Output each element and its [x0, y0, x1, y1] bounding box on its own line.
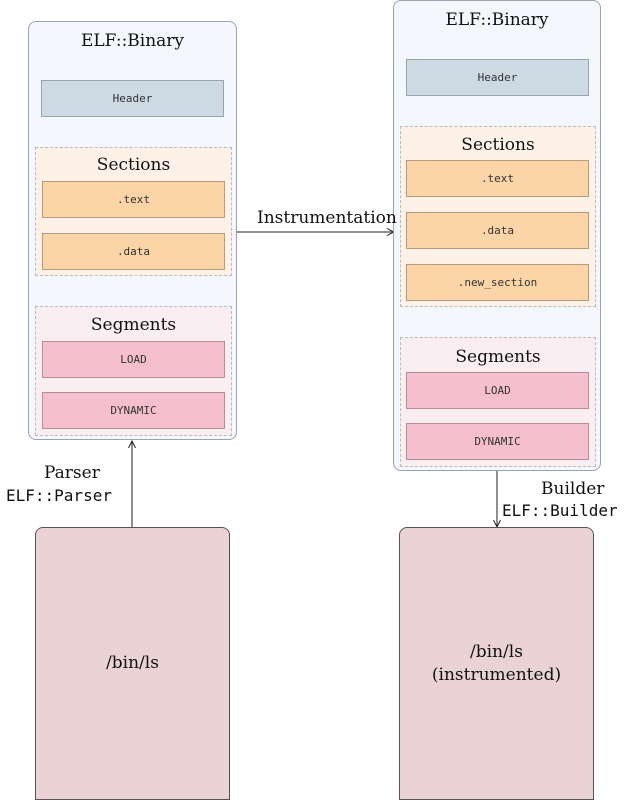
- output-file-instrumented: /bin/ls (instrumented): [399, 527, 594, 800]
- output-file-label-line2: (instrumented): [431, 664, 562, 685]
- left-binary-title: ELF::Binary: [80, 31, 185, 51]
- right-sections-title: Sections: [461, 135, 535, 155]
- right-section-new-section: .new_section: [406, 264, 589, 301]
- right-binary-title: ELF::Binary: [445, 10, 549, 30]
- right-segments-title: Segments: [455, 347, 541, 367]
- left-section-data: .data: [42, 233, 225, 270]
- left-segment-load: LOAD: [42, 341, 225, 378]
- right-segment-load: LOAD: [406, 372, 589, 409]
- left-header-box: Header: [41, 80, 224, 117]
- builder-label: Builder: [541, 479, 605, 499]
- input-file-bin-ls: /bin/ls: [35, 527, 230, 800]
- left-segments-group: Segments LOAD DYNAMIC: [35, 306, 232, 436]
- builder-api-label: ELF::Builder: [502, 501, 618, 520]
- right-section-data: .data: [406, 212, 589, 249]
- right-header-box: Header: [406, 59, 589, 96]
- instrumentation-label: Instrumentation: [257, 208, 397, 228]
- left-segment-dynamic: DYNAMIC: [42, 392, 225, 429]
- left-sections-title: Sections: [96, 155, 171, 175]
- right-sections-group: Sections .text .data .new_section: [400, 126, 596, 307]
- left-section-text: .text: [42, 181, 225, 218]
- right-section-text: .text: [406, 160, 589, 197]
- right-segments-group: Segments LOAD DYNAMIC: [400, 337, 596, 467]
- parser-api-label: ELF::Parser: [6, 486, 112, 505]
- input-file-label: /bin/ls: [106, 653, 159, 674]
- right-segment-dynamic: DYNAMIC: [406, 423, 589, 460]
- left-segments-title: Segments: [90, 315, 177, 335]
- left-elf-binary: ELF::Binary Header Sections .text .data …: [28, 21, 237, 440]
- output-file-label-line1: /bin/ls: [470, 642, 523, 663]
- left-sections-group: Sections .text .data: [35, 147, 232, 276]
- parser-label: Parser: [44, 463, 100, 483]
- right-elf-binary: ELF::Binary Header Sections .text .data …: [393, 0, 601, 471]
